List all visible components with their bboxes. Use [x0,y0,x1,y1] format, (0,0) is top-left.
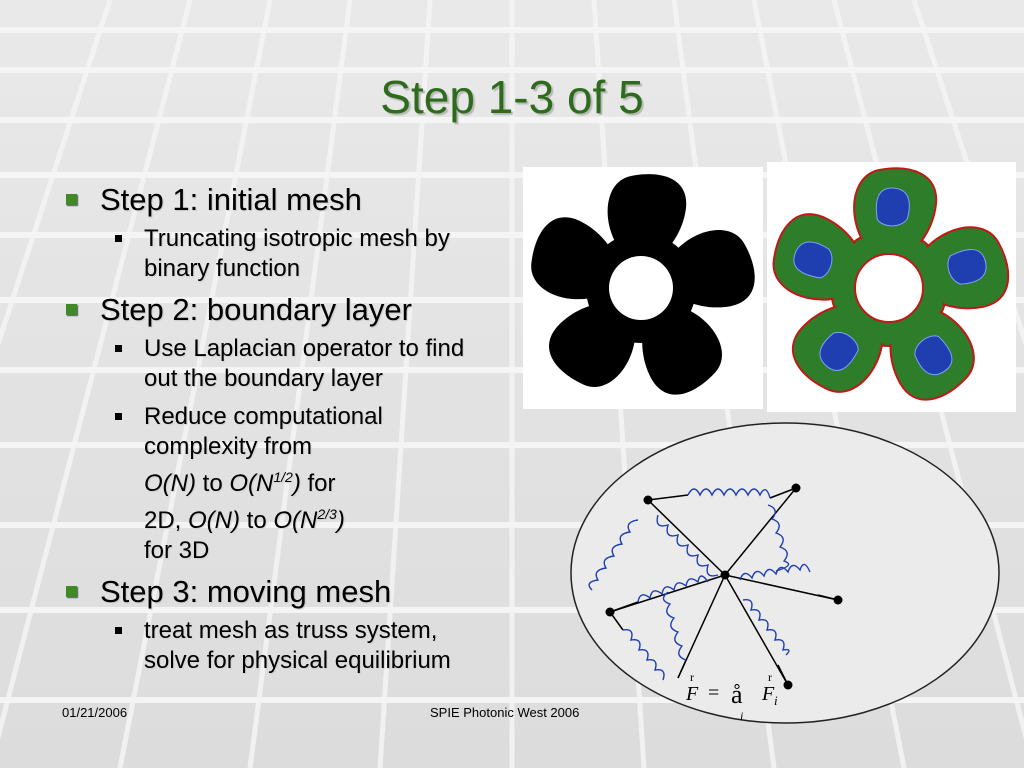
text-line: solve for physical equilibrium [144,647,451,674]
text-line: treat mesh as truss system, [144,617,438,644]
footer-conference: SPIE Photonic West 2006 [430,705,580,720]
bullet-step2: Step 2: boundary layer [62,292,532,328]
green-square-bullet-icon [66,304,77,315]
complexity-term: O(N) [188,507,240,534]
truss-spring-diagram: r F = å i r F i [570,422,1000,724]
sub-bullet-step3: treat mesh as truss system, solve for ph… [62,616,532,676]
complexity-line: O(N) to O(N1/2) for [144,462,532,499]
text-fragment: ) [336,507,345,534]
node [643,495,653,505]
sub-bullet-step1: Truncating isotropic mesh by binary func… [62,224,532,284]
square-bullet-icon [115,627,122,634]
bullet-step3: Step 3: moving mesh [62,574,532,610]
node [791,483,801,493]
bullet-list: Step 1: initial mesh Truncating isotropi… [62,182,532,684]
step2-label: Step 2: boundary layer [100,292,412,327]
boundary-layer-flower-image [767,162,1016,412]
node [783,680,793,690]
vector-mark: r [690,670,694,684]
text-fragment: for [300,470,336,497]
equation-equals: = [708,682,719,704]
slide-title: Step 1-3 of 5 [380,71,644,123]
equation-Fi: F [761,683,775,705]
exponent: 1/2 [273,469,293,485]
complexity-line: 2D, O(N) to O(N2/3) [144,499,532,536]
text-line: out the boundary layer [144,365,383,392]
binary-flower-image [523,167,763,409]
bullet-step1: Step 1: initial mesh [62,182,532,218]
text-line: binary function [144,255,301,282]
green-square-bullet-icon [66,586,77,597]
exponent: 2/3 [317,506,337,522]
text-fragment: to [240,507,274,534]
green-square-bullet-icon [66,194,77,205]
complexity-term: O(N) [144,470,196,497]
center-node [720,570,730,580]
text-line: Truncating isotropic mesh by [144,225,450,252]
equation-F: F [685,683,699,705]
square-bullet-icon [115,413,122,420]
square-bullet-icon [115,345,122,352]
equation-subscript-i: i [774,693,778,708]
square-bullet-icon [115,235,122,242]
step3-label: Step 3: moving mesh [100,574,392,609]
text-line: Reduce computational [144,403,383,430]
equation-sum-symbol: å [731,680,743,709]
step1-label: Step 1: initial mesh [100,182,362,217]
complexity-term: O(N [273,507,318,534]
text-line: Use Laplacian operator to find [144,335,465,362]
vector-mark: r [768,670,772,684]
sub-bullet-step2-a: Use Laplacian operator to find out the b… [62,334,532,394]
node [605,607,615,617]
node [833,595,843,605]
text-line: complexity from [144,433,313,460]
text-line: for 3D [144,537,210,564]
text-fragment: 2D, [144,507,189,534]
text-fragment: ) [292,470,301,497]
equation-sum-index: i [740,709,743,723]
footer-date: 01/21/2006 [62,705,128,720]
sub-bullet-step2-b: Reduce computational complexity from O(N… [62,402,532,566]
complexity-term: O(N [229,470,274,497]
text-fragment: to [195,470,230,497]
